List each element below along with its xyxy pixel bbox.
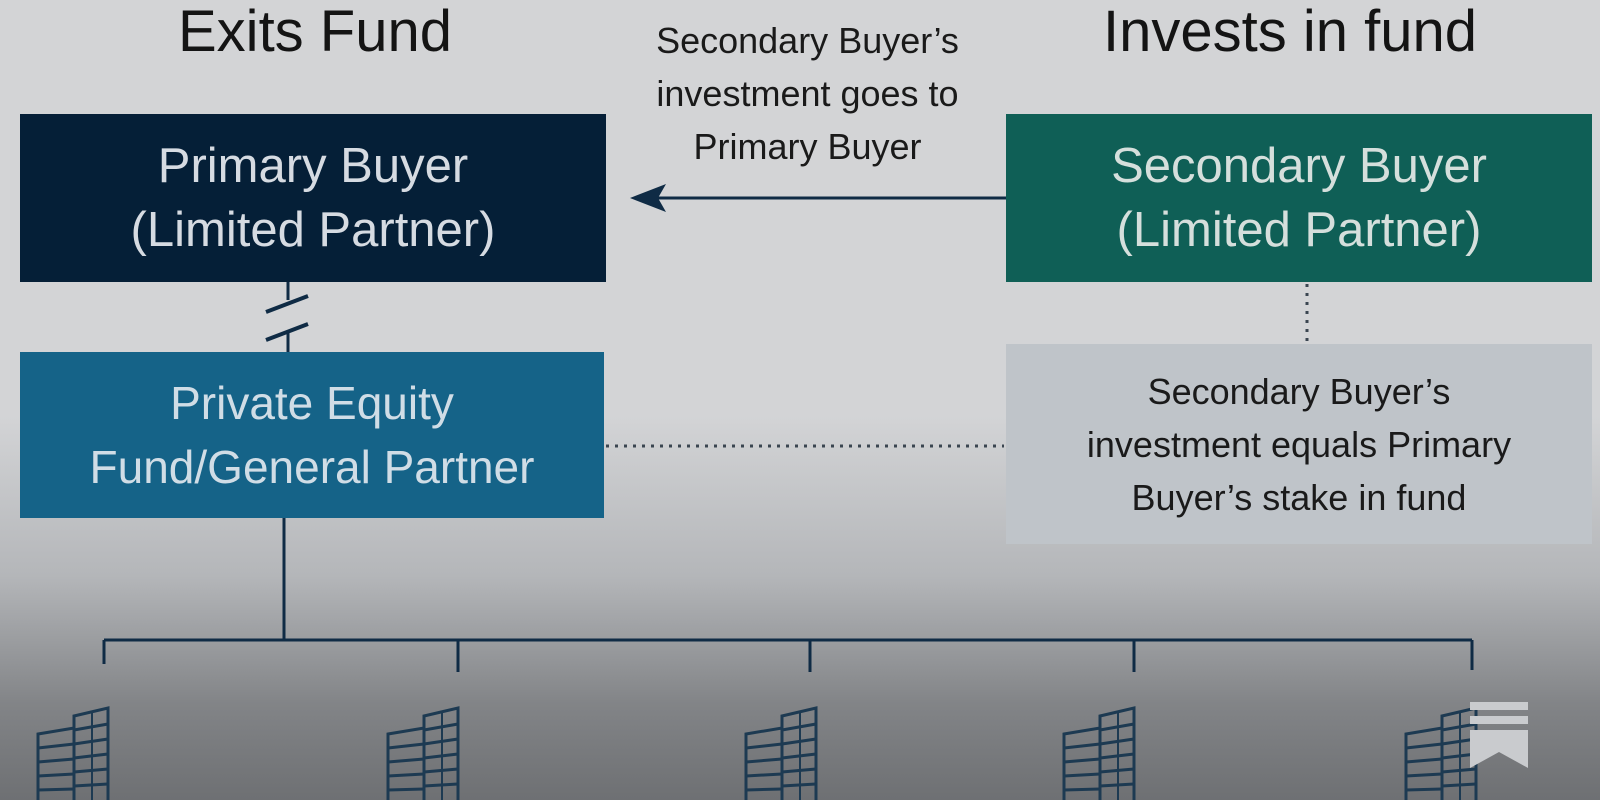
building-icon bbox=[746, 708, 816, 800]
secondary-buyer-box: Secondary Buyer (Limited Partner) bbox=[1006, 114, 1592, 282]
private-equity-fund-label: Private Equity Fund/General Partner bbox=[90, 371, 535, 499]
building-icon bbox=[38, 708, 108, 800]
primary-buyer-box: Primary Buyer (Limited Partner) bbox=[20, 114, 606, 282]
break-mark-icon bbox=[266, 296, 308, 340]
stake-note-box: Secondary Buyer’s investment equals Prim… bbox=[1006, 344, 1592, 544]
bookmark-logo-icon bbox=[1470, 702, 1528, 768]
building-icon bbox=[388, 708, 458, 800]
building-icon bbox=[1406, 708, 1476, 800]
secondary-buyer-label: Secondary Buyer (Limited Partner) bbox=[1111, 134, 1487, 262]
private-equity-fund-box: Private Equity Fund/General Partner bbox=[20, 352, 604, 518]
stake-note-label: Secondary Buyer’s investment equals Prim… bbox=[1087, 365, 1511, 524]
primary-buyer-label: Primary Buyer (Limited Partner) bbox=[131, 134, 496, 262]
building-icon bbox=[1064, 708, 1134, 800]
